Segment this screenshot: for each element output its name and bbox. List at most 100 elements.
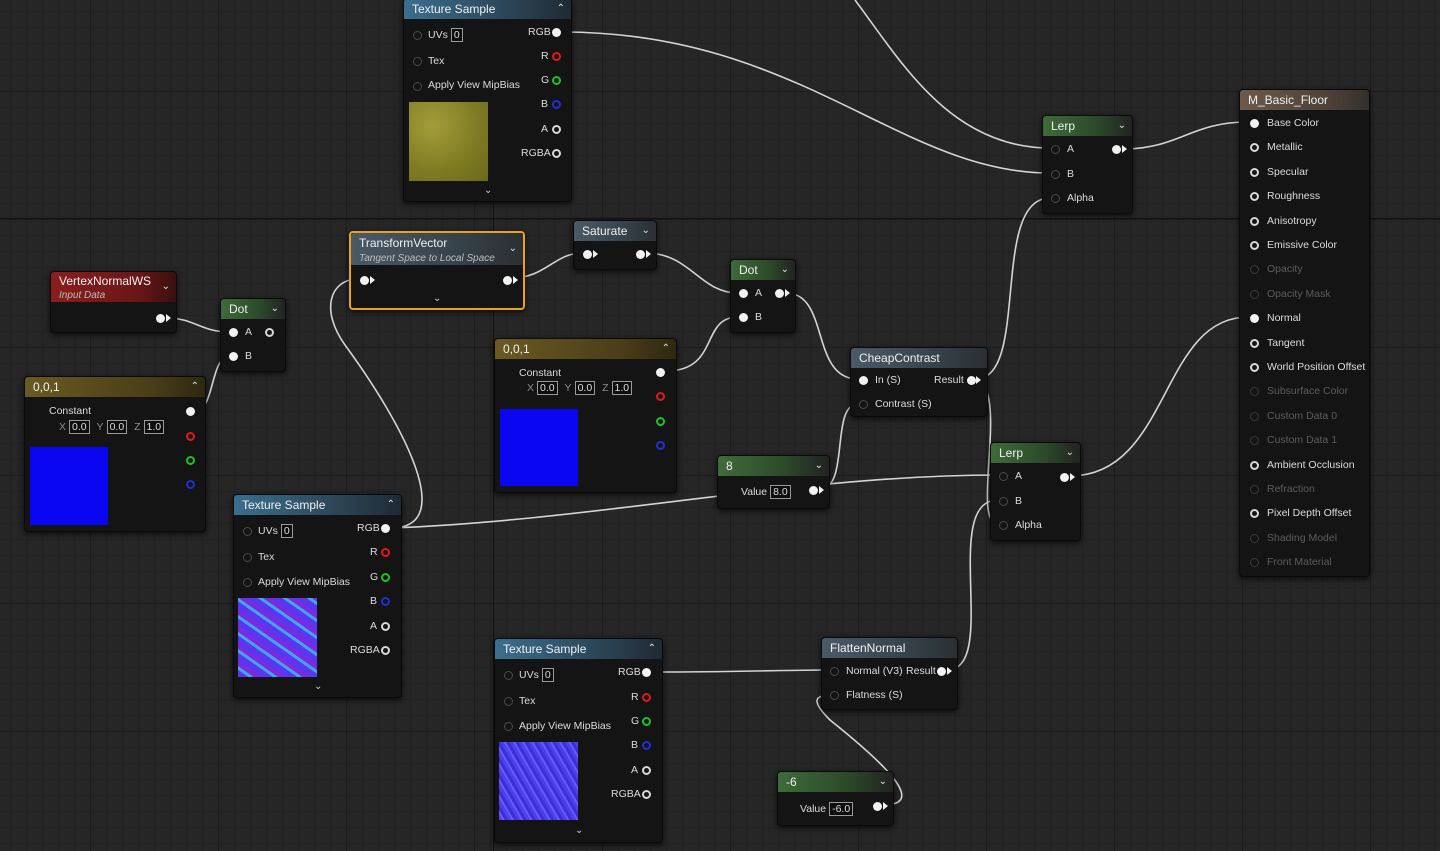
uvs-value[interactable]: 0 <box>450 28 463 42</box>
output-pin[interactable] <box>156 314 165 323</box>
collapse-chevron-icon[interactable]: ⌃ <box>661 343 670 354</box>
output-pin[interactable] <box>636 250 645 259</box>
input-pin[interactable] <box>583 250 592 259</box>
collapse-chevron-icon[interactable]: ⌄ <box>1117 120 1126 131</box>
a-output-pin[interactable] <box>381 622 390 631</box>
output-pin[interactable] <box>186 407 195 416</box>
collapse-chevron-icon[interactable]: ⌃ <box>386 499 395 510</box>
value-field[interactable]: -6.0 <box>829 802 854 816</box>
a-input-pin[interactable] <box>999 472 1008 481</box>
expand-caret-icon[interactable]: ⌄ <box>314 681 323 692</box>
material-input-pin[interactable] <box>1250 265 1259 275</box>
flatness-input-pin[interactable] <box>830 691 839 700</box>
collapse-chevron-icon[interactable]: ⌃ <box>556 3 565 14</box>
uvs-value[interactable]: 0 <box>541 668 554 682</box>
material-input-pin[interactable] <box>1250 387 1259 397</box>
mipbias-input-pin[interactable] <box>413 82 422 91</box>
node-header[interactable]: Saturate⌄ <box>574 221 656 241</box>
collapse-chevron-icon[interactable]: ⌄ <box>780 264 789 275</box>
mipbias-input-pin[interactable] <box>504 722 513 731</box>
expand-caret-icon[interactable]: ⌄ <box>575 825 584 836</box>
b-output-pin[interactable] <box>381 597 390 606</box>
collapse-chevron-icon[interactable]: ⌃ <box>647 643 656 654</box>
node-header[interactable]: Texture Sample⌃ <box>495 639 662 659</box>
node-header[interactable]: FlattenNormal <box>822 638 957 658</box>
collapse-chevron-icon[interactable]: ⌄ <box>814 460 823 471</box>
b-input-pin[interactable] <box>1051 170 1060 179</box>
r-output-pin[interactable] <box>656 392 665 401</box>
dot-node-left[interactable]: Dot⌄ A B <box>220 298 286 372</box>
b-output-pin[interactable] <box>642 741 651 750</box>
r-output-pin[interactable] <box>642 693 651 702</box>
input-pin[interactable] <box>360 276 369 285</box>
b-input-pin[interactable] <box>999 497 1008 506</box>
uvs-input-pin[interactable] <box>243 527 252 536</box>
uvs-input-pin[interactable] <box>504 671 513 680</box>
g-output-pin[interactable] <box>656 417 665 426</box>
node-header[interactable]: Lerp⌄ <box>1043 116 1132 136</box>
x-value[interactable]: 0.0 <box>69 420 90 434</box>
output-pin[interactable] <box>873 802 882 811</box>
collapse-chevron-icon[interactable]: ⌄ <box>508 243 517 254</box>
r-output-pin[interactable] <box>552 52 561 61</box>
a-input-pin[interactable] <box>1051 145 1060 154</box>
g-output-pin[interactable] <box>552 76 561 85</box>
material-input-pin[interactable] <box>1250 533 1259 543</box>
dot-node-mid[interactable]: Dot⌄ A B <box>730 259 796 333</box>
normal-input-pin[interactable] <box>830 667 839 676</box>
collapse-chevron-icon[interactable]: ⌄ <box>270 303 279 314</box>
contrast-input-pin[interactable] <box>859 400 868 409</box>
x-value[interactable]: 0.0 <box>537 381 558 395</box>
z-value[interactable]: 1.0 <box>611 381 633 395</box>
material-input-pin[interactable] <box>1250 167 1259 177</box>
node-header[interactable]: CheapContrast <box>851 348 987 368</box>
material-input-pin[interactable] <box>1250 119 1259 128</box>
lerp-node-top[interactable]: Lerp⌄ A B Alpha <box>1042 115 1133 214</box>
rgb-output-pin[interactable] <box>642 668 651 677</box>
result-output-pin[interactable] <box>967 376 976 385</box>
output-pin[interactable] <box>503 276 512 285</box>
uvs-input-pin[interactable] <box>413 31 422 40</box>
output-pin[interactable] <box>656 368 665 377</box>
material-input-pin[interactable] <box>1250 509 1259 519</box>
node-header[interactable]: 0,0,1⌃ <box>495 339 676 359</box>
b-output-pin[interactable] <box>186 480 195 489</box>
mipbias-input-pin[interactable] <box>243 578 252 587</box>
output-pin[interactable] <box>809 486 818 495</box>
node-header[interactable]: Dot⌄ <box>731 260 795 280</box>
collapse-chevron-icon[interactable]: ⌄ <box>878 776 887 787</box>
alpha-input-pin[interactable] <box>999 521 1008 530</box>
collapse-chevron-icon[interactable]: ⌄ <box>1065 447 1074 458</box>
node-header[interactable]: M_Basic_Floor <box>1240 90 1369 110</box>
y-value[interactable]: 0.0 <box>574 381 596 395</box>
uvs-value[interactable]: 0 <box>280 524 293 538</box>
y-value[interactable]: 0.0 <box>106 420 128 434</box>
output-pin[interactable] <box>265 328 274 337</box>
node-header[interactable]: Texture Sample⌃ <box>404 0 571 19</box>
node-header[interactable]: 8⌄ <box>718 456 829 476</box>
material-input-pin[interactable] <box>1250 436 1259 446</box>
material-input-pin[interactable] <box>1250 289 1259 299</box>
a-output-pin[interactable] <box>642 766 651 775</box>
a-output-pin[interactable] <box>552 125 561 134</box>
collapse-chevron-icon[interactable]: ⌄ <box>161 281 170 292</box>
rgba-output-pin[interactable] <box>381 646 390 655</box>
rgb-output-pin[interactable] <box>552 28 561 37</box>
g-output-pin[interactable] <box>381 573 390 582</box>
material-input-pin[interactable] <box>1250 485 1259 494</box>
material-input-pin[interactable] <box>1250 143 1259 153</box>
node-header[interactable]: Texture Sample⌃ <box>234 495 401 515</box>
output-pin[interactable] <box>775 289 784 298</box>
material-input-pin[interactable] <box>1250 558 1259 568</box>
g-output-pin[interactable] <box>642 717 651 726</box>
material-input-pin[interactable] <box>1250 314 1259 324</box>
cheap-contrast-node[interactable]: CheapContrast In (S) Result Contrast (S) <box>850 347 988 417</box>
b-input-pin[interactable] <box>229 352 238 361</box>
